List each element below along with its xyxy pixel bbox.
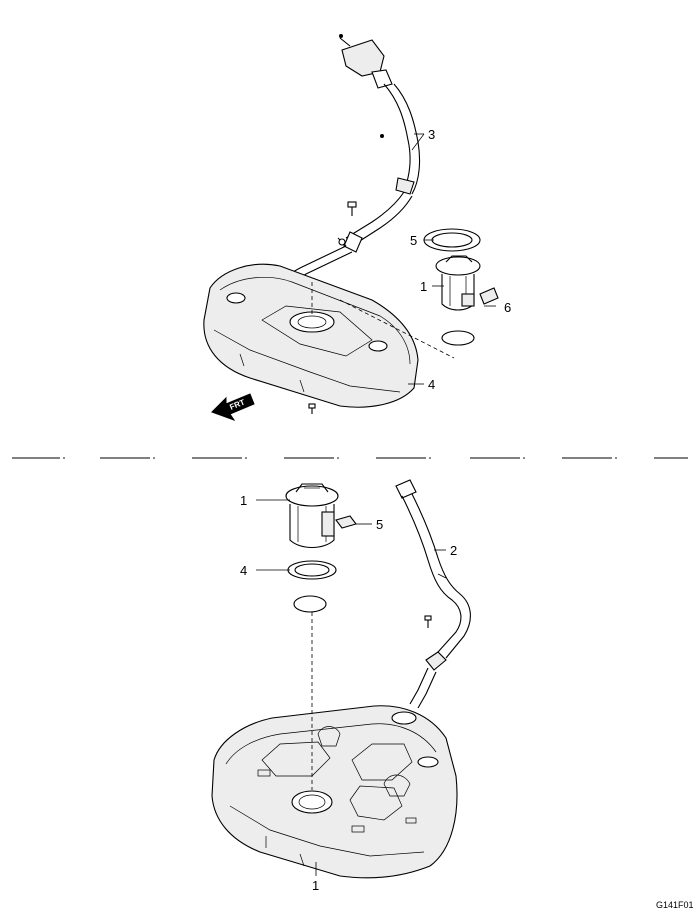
upper-oring xyxy=(441,330,475,346)
upper-callout-6: 6 xyxy=(504,300,511,315)
upper-connector xyxy=(479,287,499,305)
upper-callout-5: 5 xyxy=(410,233,417,248)
lower-callout-1-tank: 1 xyxy=(312,878,319,893)
upper-callout-3: 3 xyxy=(428,127,435,142)
lower-oring xyxy=(293,595,327,613)
upper-callout-4: 4 xyxy=(428,377,435,392)
upper-dash-line-b xyxy=(339,299,455,359)
upper-bolt-group xyxy=(337,201,357,247)
figure-code: G141F01 xyxy=(656,900,694,910)
section-divider xyxy=(12,457,688,459)
lower-callout-2: 2 xyxy=(450,543,457,558)
upper-callout-1: 1 xyxy=(420,279,427,294)
lower-seal-ring xyxy=(287,560,337,580)
frt-arrow: FRT xyxy=(211,393,255,421)
upper-fuel-pump xyxy=(435,255,481,311)
lower-filler-pipe xyxy=(395,479,471,709)
lower-callout-1-pump: 1 xyxy=(240,493,247,508)
lower-callout-5: 5 xyxy=(376,517,383,532)
lower-fuel-tank xyxy=(211,705,458,879)
lower-callout-4: 4 xyxy=(240,563,247,578)
lower-fuel-pump xyxy=(285,483,339,549)
lower-connector xyxy=(335,515,357,529)
upper-fuel-tank xyxy=(203,263,419,414)
upper-filler-pipe xyxy=(281,34,425,285)
